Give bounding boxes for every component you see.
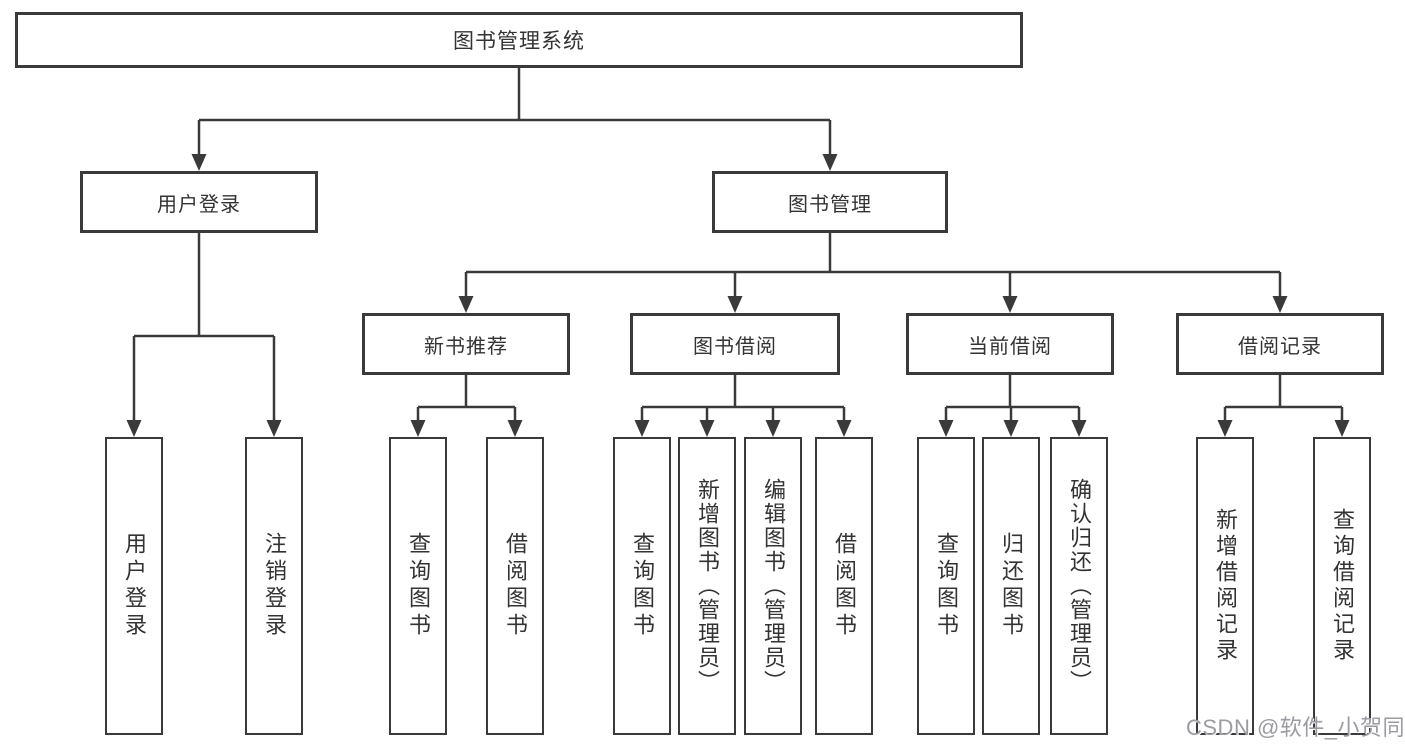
arrowhead	[191, 154, 207, 171]
edge-user-login	[132, 233, 276, 422]
leaf-label: 借阅图书	[832, 532, 857, 640]
arrowhead	[266, 420, 282, 437]
leaf-label: 编辑图书（管理员）	[761, 478, 786, 694]
leaf-label: 归还图书	[999, 532, 1024, 640]
leaf-label: 用户登录	[122, 532, 147, 640]
edge-root	[197, 68, 832, 156]
edge-new-book-rec	[416, 375, 517, 422]
connector-lines	[132, 68, 1344, 422]
arrowhead	[822, 154, 838, 171]
edge-book-borrow	[640, 375, 846, 422]
node-borrow-record: 借阅记录	[1176, 313, 1384, 375]
node-leaf-nb-borrow-book: 借阅图书	[486, 437, 544, 735]
leaf-label: 查询借阅记录	[1330, 508, 1355, 664]
leaf-label: 查询图书	[934, 532, 959, 640]
arrowhead	[410, 420, 426, 437]
node-leaf-cb-confirm-return: 确认归还（管理员）	[1050, 437, 1108, 735]
node-root: 图书管理系统	[15, 12, 1023, 68]
arrowhead	[1002, 296, 1018, 313]
node-leaf-bb-add-book: 新增图书（管理员）	[678, 437, 736, 735]
arrowhead	[1071, 420, 1087, 437]
node-leaf-br-query-record: 查询借阅记录	[1313, 437, 1371, 735]
arrowhead	[1217, 420, 1233, 437]
node-user-login: 用户登录	[80, 171, 318, 233]
leaf-label: 确认归还（管理员）	[1067, 478, 1092, 694]
arrowhead	[1003, 420, 1019, 437]
edge-current-borrow	[944, 375, 1081, 422]
arrowheads	[126, 154, 1350, 437]
arrowhead	[507, 420, 523, 437]
leaf-label: 注销登录	[262, 532, 287, 640]
node-leaf-bb-edit-book: 编辑图书（管理员）	[744, 437, 802, 735]
leaf-label: 借阅图书	[503, 532, 528, 640]
node-leaf-cb-return-book: 归还图书	[982, 437, 1040, 735]
node-leaf-user-login: 用户登录	[105, 437, 163, 735]
arrowhead	[458, 296, 474, 313]
leaf-label: 新增借阅记录	[1213, 508, 1238, 664]
node-leaf-nb-query-book: 查询图书	[389, 437, 447, 735]
leaf-label: 查询图书	[630, 532, 655, 640]
edge-book-mgmt	[464, 233, 1282, 298]
edge-borrow-record	[1223, 375, 1344, 422]
node-leaf-bb-query-book: 查询图书	[613, 437, 671, 735]
arrowhead	[1272, 296, 1288, 313]
arrowhead	[1334, 420, 1350, 437]
node-new-book-rec: 新书推荐	[362, 313, 570, 375]
arrowhead	[938, 420, 954, 437]
arrowhead	[126, 420, 142, 437]
node-book-mgmt: 图书管理	[712, 171, 948, 233]
leaf-label: 新增图书（管理员）	[695, 478, 720, 694]
node-book-borrow: 图书借阅	[630, 313, 840, 375]
arrowhead	[765, 420, 781, 437]
leaf-label: 查询图书	[406, 532, 431, 640]
arrowhead	[634, 420, 650, 437]
arrowhead	[727, 296, 743, 313]
node-leaf-cb-query-book: 查询图书	[917, 437, 975, 735]
csdn-watermark: CSDN @软件_小贺同学	[1186, 715, 1405, 740]
node-leaf-bb-borrow-book: 借阅图书	[815, 437, 873, 735]
arrowhead	[836, 420, 852, 437]
node-leaf-br-add-record: 新增借阅记录	[1196, 437, 1254, 735]
node-leaf-logout: 注销登录	[245, 437, 303, 735]
node-current-borrow: 当前借阅	[906, 313, 1114, 375]
arrowhead	[699, 420, 715, 437]
